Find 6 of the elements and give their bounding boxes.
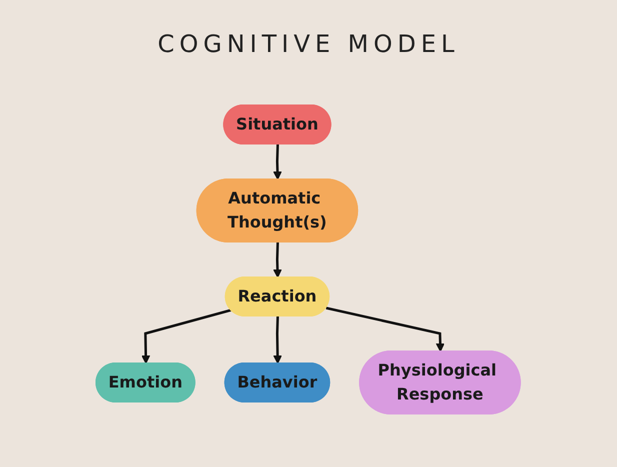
diagram-title: COGNITIVE MODEL (156, 30, 460, 60)
arrow (142, 308, 232, 364)
arrow (273, 242, 282, 278)
arrow (273, 144, 282, 180)
arrow (326, 306, 445, 352)
arrow (274, 316, 282, 364)
